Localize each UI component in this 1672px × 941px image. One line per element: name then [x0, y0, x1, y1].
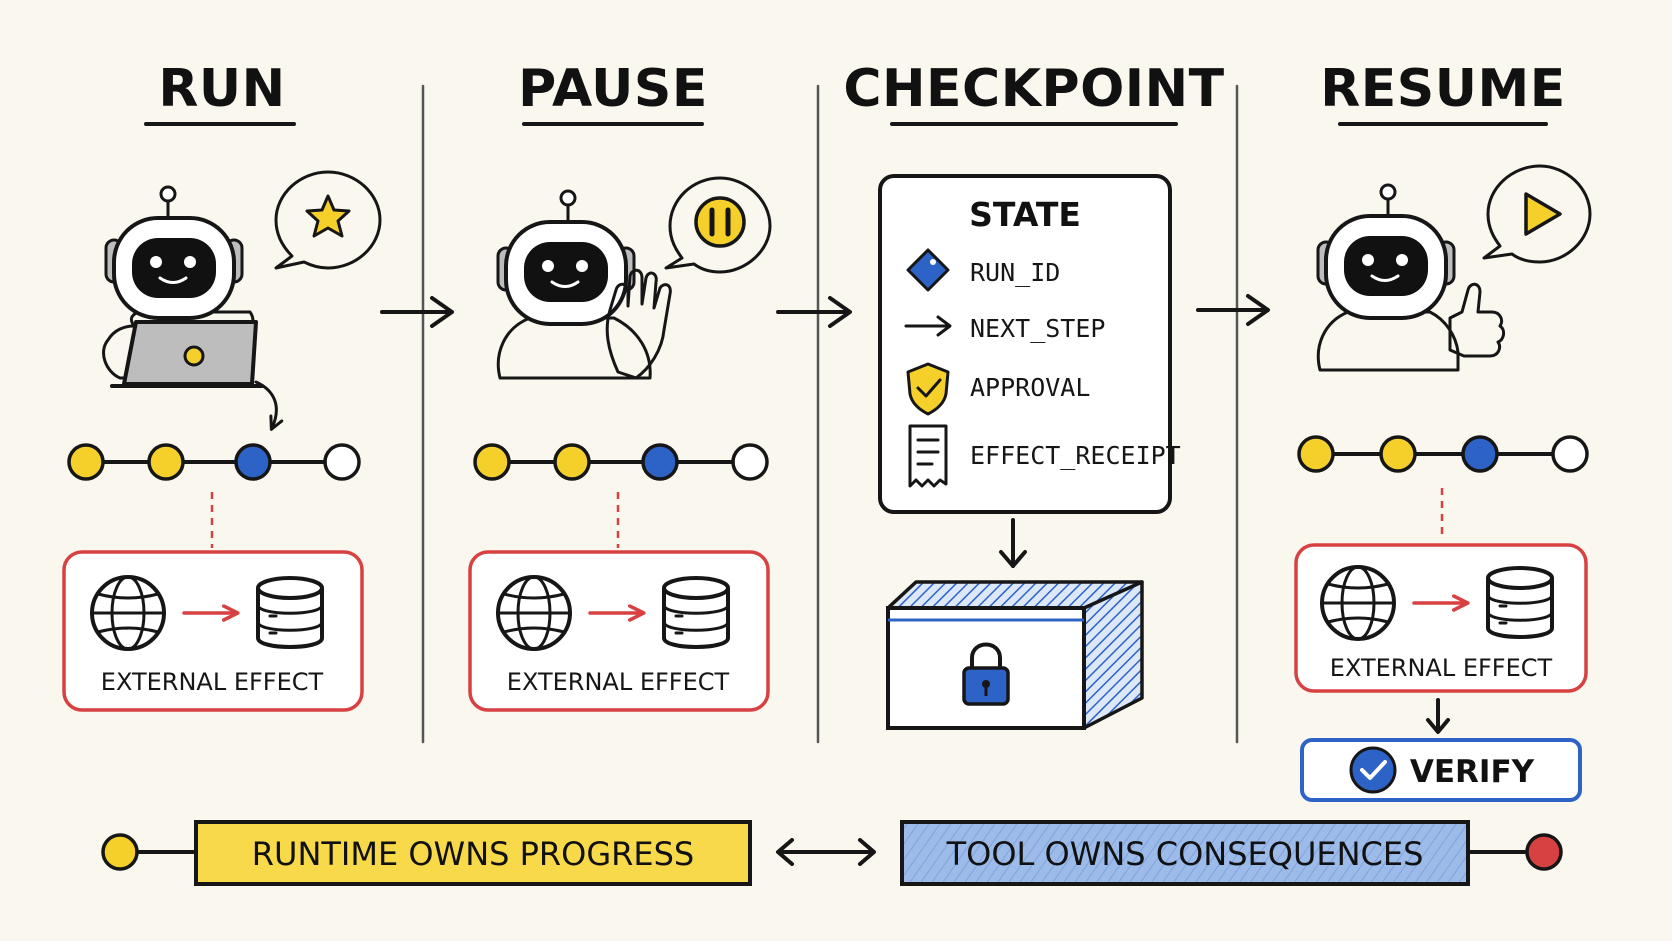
arrow-right-icon: [380, 296, 454, 328]
progress-timeline: [1297, 435, 1589, 473]
diamond-tag-icon: [906, 248, 950, 292]
state-field: NEXT_STEP: [904, 314, 1105, 343]
external-effect-label: EXTERNAL EFFECT: [507, 668, 730, 696]
ownership-footer: RUNTIME OWNS PROGRESS TOOL OWNS CONSEQUE…: [101, 820, 1563, 886]
stage-arrows: [380, 294, 1270, 328]
resume-column: EXTERNAL EFFECT VERIFY: [1294, 164, 1592, 802]
run-column: EXTERNAL EFFECT: [62, 170, 382, 712]
database-icon: [256, 576, 324, 649]
tool-banner: TOOL OWNS CONSEQUENCES: [900, 820, 1470, 886]
state-field-label: EFFECT_RECEIPT: [970, 441, 1181, 470]
pause-column: EXTERNAL EFFECT: [468, 176, 772, 712]
timeline-step-done: [553, 443, 591, 481]
state-field-label: RUN_ID: [970, 258, 1060, 287]
timeline-step-current: [641, 443, 679, 481]
arrow-down-icon: [999, 518, 1027, 568]
state-title: STATE: [969, 195, 1081, 234]
stage-title-pause: PAUSE: [518, 59, 708, 126]
timeline-step-current: [234, 443, 272, 481]
arrow-right-icon: [904, 315, 952, 337]
timeline-step-pending: [323, 443, 361, 481]
receipt-icon: [908, 424, 948, 488]
state-field: APPROVAL: [906, 362, 1090, 416]
laptop-icon: [110, 320, 264, 388]
waving-hand-icon: [605, 268, 672, 380]
external-effect-label: EXTERNAL EFFECT: [1330, 654, 1553, 682]
globe-icon: [496, 575, 572, 651]
state-field: RUN_ID: [906, 248, 1060, 292]
timeline-step-current: [1461, 435, 1499, 473]
robot-character: [496, 189, 672, 380]
timeline-step-pending: [1551, 435, 1589, 473]
state-field: EFFECT_RECEIPT: [908, 424, 1181, 488]
timeline-step-done: [1379, 435, 1417, 473]
external-effect-label: EXTERNAL EFFECT: [101, 668, 324, 696]
stage-title: CHECKPOINT: [843, 59, 1224, 119]
timeline-step-done: [473, 443, 511, 481]
external-effect-box: EXTERNAL EFFECT: [468, 550, 770, 712]
arrow-down-icon: [1426, 698, 1450, 734]
star-icon: [305, 194, 351, 238]
timeline-step-pending: [731, 443, 769, 481]
timeline-step-done: [1297, 435, 1335, 473]
checkpoint-column: STATE RUN_ID NEXT_STEP: [878, 174, 1181, 730]
runtime-banner-label: RUNTIME OWNS PROGRESS: [252, 835, 694, 873]
stage-title-run: RUN: [144, 59, 296, 126]
database-icon: [662, 576, 730, 649]
double-arrow-icon: [776, 838, 876, 866]
robot-character: [102, 185, 277, 428]
speech-bubble: [274, 170, 382, 270]
play-icon: [1524, 192, 1562, 236]
end-node: [1525, 833, 1563, 871]
shield-check-icon: [906, 362, 950, 416]
stage-title: RUN: [158, 59, 285, 119]
pause-icon: [694, 196, 746, 248]
stage-title: RESUME: [1320, 59, 1566, 119]
robot-character: [1316, 183, 1506, 372]
column-dividers: [421, 84, 1239, 744]
external-effect-box: EXTERNAL EFFECT: [1294, 543, 1588, 693]
check-circle-icon: [1349, 746, 1397, 794]
verify-label: VERIFY: [1410, 754, 1535, 790]
progress-timeline: [473, 443, 769, 481]
arrow-right-icon: [1196, 294, 1270, 326]
runtime-banner: RUNTIME OWNS PROGRESS: [194, 820, 752, 886]
stage-title: PAUSE: [518, 59, 708, 119]
state-card: STATE RUN_ID NEXT_STEP: [878, 174, 1181, 514]
timeline-step-done: [67, 443, 105, 481]
speech-bubble: [664, 176, 772, 274]
thumbs-up-icon: [1448, 282, 1506, 358]
state-field-label: APPROVAL: [970, 373, 1090, 402]
timeline-step-done: [147, 443, 185, 481]
state-field-label: NEXT_STEP: [970, 314, 1105, 343]
globe-icon: [90, 575, 166, 651]
arrow-right-icon: [776, 296, 852, 328]
globe-icon: [1320, 565, 1396, 641]
external-effect-box: EXTERNAL EFFECT: [62, 550, 364, 712]
database-icon: [1486, 566, 1554, 639]
tool-banner-label: TOOL OWNS CONSEQUENCES: [946, 835, 1424, 873]
stage-title-checkpoint: CHECKPOINT: [843, 59, 1224, 126]
padlock-icon: [962, 642, 1010, 706]
locked-storage-box: [886, 580, 1144, 730]
progress-timeline: [67, 443, 361, 481]
stage-title-resume: RESUME: [1320, 59, 1566, 126]
speech-bubble: [1482, 164, 1592, 264]
start-node: [101, 833, 139, 871]
verify-badge: VERIFY: [1300, 738, 1582, 802]
